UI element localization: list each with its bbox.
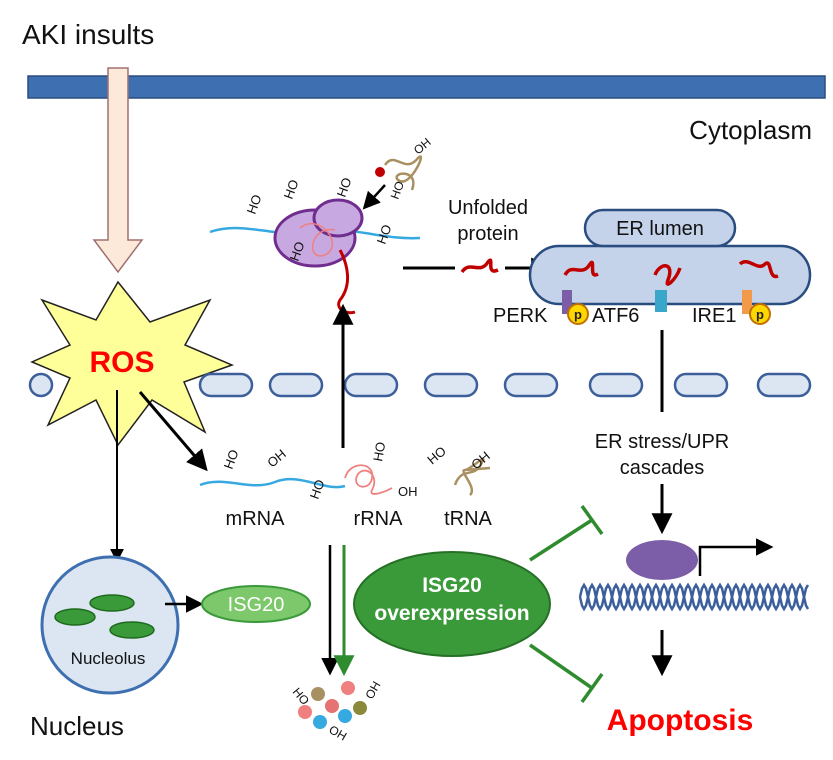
transcription-factor bbox=[626, 540, 698, 580]
ire1-phospho-badge bbox=[749, 303, 771, 325]
unfolded-protein-shape bbox=[460, 258, 499, 274]
nucleus-label: Nucleus bbox=[30, 711, 124, 741]
ribosome-oh-1: HO bbox=[244, 193, 265, 216]
trna-shape bbox=[453, 457, 491, 496]
plasma-membrane bbox=[27, 75, 826, 99]
ros-to-rna-arrow bbox=[138, 391, 208, 472]
inhibition-apoptosis bbox=[529, 643, 604, 704]
isg20-label: ISG20 bbox=[228, 594, 285, 616]
nucleolus-label: Nucleolus bbox=[71, 649, 146, 668]
ribosome-oh-3: HO bbox=[334, 176, 355, 199]
trna-top-oh-2: HO bbox=[388, 179, 407, 201]
perk-phospho-label: p bbox=[574, 307, 582, 322]
isg20-overexpression-ellipse bbox=[353, 551, 551, 657]
cytoplasm-label: Cytoplasm bbox=[689, 115, 812, 145]
rrna-coil bbox=[344, 464, 393, 495]
ire1-sensor bbox=[742, 290, 752, 314]
er-stress-label-1: ER stress/UPR bbox=[595, 431, 729, 453]
mrna-strand bbox=[199, 477, 346, 489]
ribosome-oh-4: HO bbox=[374, 223, 395, 246]
mrna-oh-3: HO bbox=[307, 478, 328, 501]
rrna-label: rRNA bbox=[354, 508, 404, 530]
ire1-phospho-label: p bbox=[756, 307, 764, 322]
apoptosis-label: Apoptosis bbox=[607, 704, 754, 737]
trna-oh-1: HO bbox=[424, 443, 449, 467]
ribosome-oh-2: HO bbox=[281, 178, 302, 201]
dna-helix bbox=[578, 582, 810, 612]
rrna-oh-1: HO bbox=[370, 441, 388, 463]
trna-label: tRNA bbox=[444, 508, 492, 530]
ros-label: ROS bbox=[89, 346, 154, 379]
oxidized-trna-top bbox=[375, 155, 423, 191]
aki-insults-arrow bbox=[92, 67, 144, 274]
degraded-nucleotides bbox=[298, 681, 367, 729]
aki-insults-label: AKI insults bbox=[22, 19, 154, 50]
er-stress-label-2: cascades bbox=[620, 457, 705, 479]
mrna-label: mRNA bbox=[226, 508, 286, 530]
trna-to-ribosome-arrow bbox=[362, 184, 386, 210]
nuclear-envelope bbox=[28, 372, 812, 398]
mrna-oh-2: OH bbox=[264, 446, 289, 470]
inhibition-er-stress bbox=[529, 504, 604, 562]
unfolded-protein-label-2: protein bbox=[457, 223, 518, 245]
ire1-label: IRE1 bbox=[692, 305, 736, 327]
nucleolus-3 bbox=[109, 621, 155, 639]
er-lumen-label: ER lumen bbox=[616, 218, 704, 240]
er-misfolded-proteins bbox=[563, 260, 779, 286]
mrna-oh-1: HO bbox=[221, 448, 242, 471]
isg20-ellipse bbox=[201, 585, 311, 623]
degraded-oh-3: OH bbox=[327, 722, 350, 743]
isg20-overexpression-label-2: overexpression bbox=[374, 602, 529, 625]
atf6-sensor bbox=[655, 290, 667, 312]
nucleolus-2 bbox=[54, 608, 96, 626]
unfolded-protein-label-1: Unfolded bbox=[448, 197, 528, 219]
er-lumen-badge bbox=[583, 208, 737, 248]
perk-sensor bbox=[562, 290, 572, 314]
rrna-oh-2: OH bbox=[398, 484, 418, 499]
ribosome-complex bbox=[209, 198, 421, 315]
degraded-oh-2: OH bbox=[362, 679, 383, 702]
degraded-oh-1: HO bbox=[290, 685, 312, 708]
atf6-label: ATF6 bbox=[592, 305, 639, 327]
isg20-overexpression-label-1: ISG20 bbox=[422, 574, 482, 597]
ribosome-oh-5: HO bbox=[287, 240, 308, 263]
transcription-arrow bbox=[698, 538, 774, 576]
nucleolus-1 bbox=[89, 594, 135, 612]
perk-label: PERK bbox=[493, 305, 548, 327]
trna-top-oh-1: OH bbox=[411, 135, 434, 157]
perk-phospho-badge bbox=[567, 303, 589, 325]
nucleus-circle bbox=[40, 555, 180, 695]
